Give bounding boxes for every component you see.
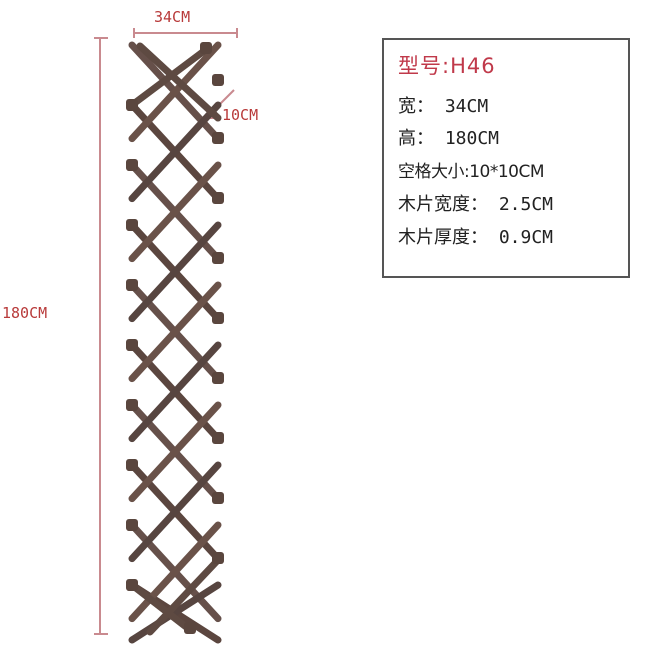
width-dimension-label: 34CM [154, 8, 191, 26]
spec-slat-thickness: 木片厚度： 0.9CM [398, 227, 554, 248]
width-dimension-line [133, 28, 238, 38]
spec-width: 宽： 34CM [398, 96, 489, 117]
wooden-trellis [128, 41, 222, 644]
trellis-nodes [126, 42, 224, 634]
gap-dimension-label: 10CM [222, 106, 259, 124]
height-dimension-label: 180CM [2, 304, 48, 322]
height-dimension-line [94, 37, 108, 635]
spec-gap-size: 空格大小:10*10CM [398, 162, 545, 182]
spec-height: 高： 180CM [398, 128, 500, 149]
model-label: 型号:H46 [398, 54, 496, 78]
spec-box: 型号:H46 宽： 34CM 高： 180CM 空格大小:10*10CM 木片宽… [382, 38, 630, 278]
spec-slat-width: 木片宽度： 2.5CM [398, 194, 554, 215]
